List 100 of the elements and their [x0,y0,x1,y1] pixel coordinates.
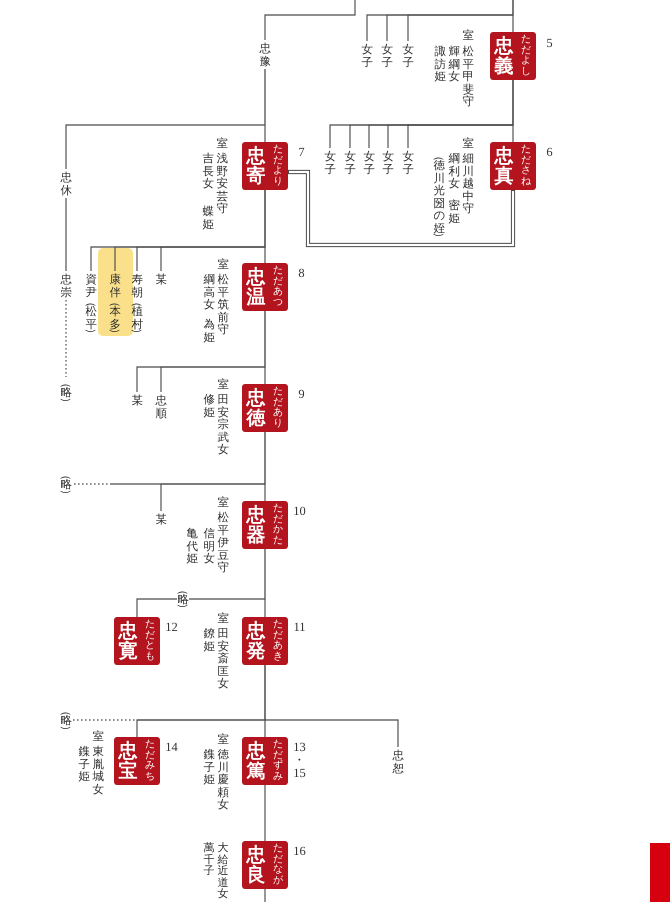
lord-nameplate [114,617,160,665]
person-name: 女子 [381,41,393,70]
generation-number: 5 [545,37,554,50]
lord-nameplate [242,142,288,190]
spouse-text: 輝綱女 [448,45,460,82]
lord-name: 忠徳 [246,388,266,428]
lord-nameplate [490,142,536,190]
spouse-label: 室 [92,730,104,742]
spouse-text: 萬千子 [204,842,214,876]
lord-name: 忠寄 [246,146,266,186]
spouse-label: 室 [216,137,228,150]
name-reading: ただみち [145,740,155,782]
person-name: 女子 [361,41,373,70]
spouse-text: 鏶子姫 [78,745,90,782]
name-reading: ただより [273,145,283,187]
spouse-text: 田安斎匡女 [217,627,229,690]
lord-nameplate [114,737,160,785]
omission-mark: （略） [60,377,72,408]
spouse-text: 松平筑前守 [217,273,229,336]
person-name: 忠休 [60,169,72,198]
person-name: 忠恕 [392,747,404,776]
omission-mark: （略） [60,707,72,734]
lineage-line [65,198,67,271]
person-name: 女子 [363,148,375,177]
spouse-text: 鐐姫 [203,627,215,652]
generation-number: 10 [292,505,307,518]
lineage-line [264,785,266,841]
lineage-line [136,311,266,392]
name-reading: ただあり [273,387,283,429]
name-reading: たださね [521,145,531,187]
lord-name: 忠篤 [246,741,266,781]
spouse-text: 東胤城女 [92,745,104,795]
lord-name: 忠真 [494,146,514,186]
name-reading: ただとも [145,620,155,662]
spouse-text: 綱利女 [448,152,460,190]
spouse-text: 蝶姫 [202,205,214,230]
person-name: 女子 [382,148,394,177]
lineage-line [72,665,266,721]
spouse-text: 吉長女 [202,152,214,190]
spouse-text: 松平甲斐守 [462,45,474,108]
generation-number: 14 [164,741,179,754]
spouse-text: 綱高女 [203,273,215,310]
spouse-text: 密姫 [448,199,460,224]
person-name: 女子 [402,41,414,70]
name-reading: ただなが [273,844,283,886]
person-name: 忠豫 [259,40,271,69]
lord-nameplate [242,737,288,785]
spouse-text: 信明女 [203,527,215,564]
spouse-text: 大給近道女 [218,842,228,900]
spouse-label: 室 [217,496,229,508]
name-reading: ただよし [521,35,531,77]
lineage-line [264,889,266,902]
person-name: 女子 [344,148,356,177]
person-name: 忠順 [155,392,167,421]
spouse-text: 諏訪姫 [434,45,446,82]
spouse-label: 室 [462,29,474,42]
spouse-text: 修姫 [203,393,215,418]
name-reading: ただあつ [273,266,283,308]
lord-name: 忠器 [246,505,266,545]
double-line [288,170,516,248]
lord-nameplate [242,263,288,311]
generation-number: 6 [545,146,554,159]
person-name: 某 [155,271,167,288]
dotted-line [65,300,67,377]
generation-number: 8 [297,267,306,280]
spouse-text: （徳川光圀の姪） [433,152,445,241]
spouse-label: 室 [217,258,229,270]
person-name: 忠崇 [60,271,72,300]
name-reading: ただあき [273,620,283,662]
spouse-text: 亀代姫 [186,527,198,564]
spouse-label: 室 [217,733,229,746]
spouse-text: 徳川慶頼女 [217,748,229,810]
person-name: 寿朝（植村） [131,271,143,339]
lineage-line [264,0,356,40]
person-name: 康伴（本多） [109,271,121,339]
lineage-line [65,69,266,169]
name-reading: ただずみ [273,740,283,782]
lord-nameplate [242,617,288,665]
lineage-line [136,549,266,617]
person-name: 女子 [402,148,414,177]
lord-name: 忠発 [246,621,266,661]
lord-nameplate [242,501,288,549]
lord-name: 忠寛 [118,621,138,661]
generation-number: 9 [297,388,306,401]
generation-number: 11 [292,621,307,634]
spouse-text: 細川越中守 [462,152,474,214]
lord-name: 忠良 [246,845,266,885]
spouse-text: 浅野安芸守 [216,152,228,214]
lord-nameplate [242,384,288,432]
generation-number: 16 [292,845,307,858]
lord-nameplate [490,32,536,80]
spouse-label: 室 [217,612,229,624]
lord-name: 忠温 [246,267,266,307]
spouse-text: 鏶子姫 [203,748,215,786]
name-reading: ただかた [273,504,283,546]
generation-number: 7 [297,146,306,159]
person-name: 資尹（松平） [85,271,97,339]
person-name: 女子 [324,148,336,177]
spouse-label: 室 [217,378,229,390]
lord-name: 忠義 [494,36,514,76]
